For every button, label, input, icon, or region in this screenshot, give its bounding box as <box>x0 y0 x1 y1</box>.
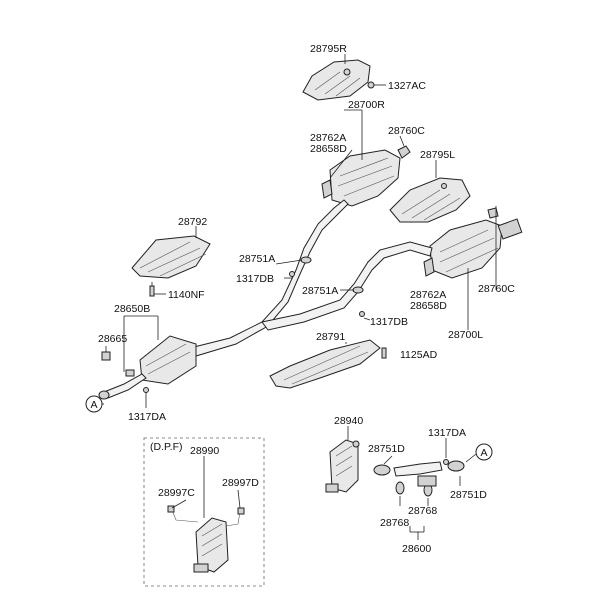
label-28751A-upper: 28751A <box>239 253 275 265</box>
label-28600: 28600 <box>402 543 431 555</box>
label-1317DA-right: 1317DA <box>428 427 466 439</box>
label-28997C: 28997C <box>158 487 195 499</box>
heat-shield-28795L <box>389 177 471 223</box>
label-28700R: 28700R <box>348 99 385 111</box>
center-pipe-assembly <box>189 199 433 357</box>
label-28751A-lower: 28751A <box>302 285 338 297</box>
dpf-dashed-box <box>143 437 265 587</box>
label-28990: 28990 <box>190 445 219 457</box>
label-28760C-top: 28760C <box>388 125 425 137</box>
reference-marker-a-left: A <box>85 395 103 413</box>
label-28795L: 28795L <box>420 149 455 161</box>
label-1317DA-left: 1317DA <box>128 411 166 423</box>
label-1140NF: 1140NF <box>168 289 205 301</box>
reference-marker-a-right: A <box>475 443 493 461</box>
muffler-28700L <box>423 207 523 279</box>
label-28762A-bottom: 28762A <box>410 289 446 301</box>
label-28700L: 28700L <box>448 329 483 341</box>
label-28658D-bottom: 28658D <box>410 300 447 312</box>
label-28665: 28665 <box>98 333 127 345</box>
label-1317DB-upper: 1317DB <box>236 273 274 285</box>
label-dpf: (D.P.F) <box>150 441 182 453</box>
label-28650B: 28650B <box>114 303 150 315</box>
label-1327AC: 1327AC <box>388 80 426 92</box>
svg-text:A: A <box>480 447 487 459</box>
muffler-28700R <box>321 145 411 207</box>
label-28768-right: 28768 <box>408 505 437 517</box>
svg-text:A: A <box>90 399 97 411</box>
label-28760C-bottom: 28760C <box>478 283 515 295</box>
label-28768-left: 28768 <box>380 517 409 529</box>
label-28762A-top: 28762A <box>310 132 346 144</box>
label-28940: 28940 <box>334 415 363 427</box>
label-1317DB-lower: 1317DB <box>370 316 408 328</box>
heat-shield-28792 <box>131 235 211 279</box>
front-muffler-28650B <box>98 335 197 400</box>
label-28997D: 28997D <box>222 477 259 489</box>
label-28792: 28792 <box>178 216 207 228</box>
label-28795R: 28795R <box>310 43 347 55</box>
pipe-assembly-28600 <box>373 459 465 497</box>
bolt-1327AC <box>367 81 375 89</box>
label-1125AD: 1125AD <box>400 349 438 361</box>
label-28751D-lower: 28751D <box>450 489 487 501</box>
label-28791: 28791 <box>316 331 345 343</box>
catalytic-converter-28940 <box>325 439 360 493</box>
dpf-28990 <box>167 505 245 573</box>
label-28658D-top: 28658D <box>310 143 347 155</box>
heat-shield-28791 <box>269 339 381 389</box>
heat-shield-28795R <box>302 59 371 101</box>
label-28751D-upper: 28751D <box>368 443 405 455</box>
